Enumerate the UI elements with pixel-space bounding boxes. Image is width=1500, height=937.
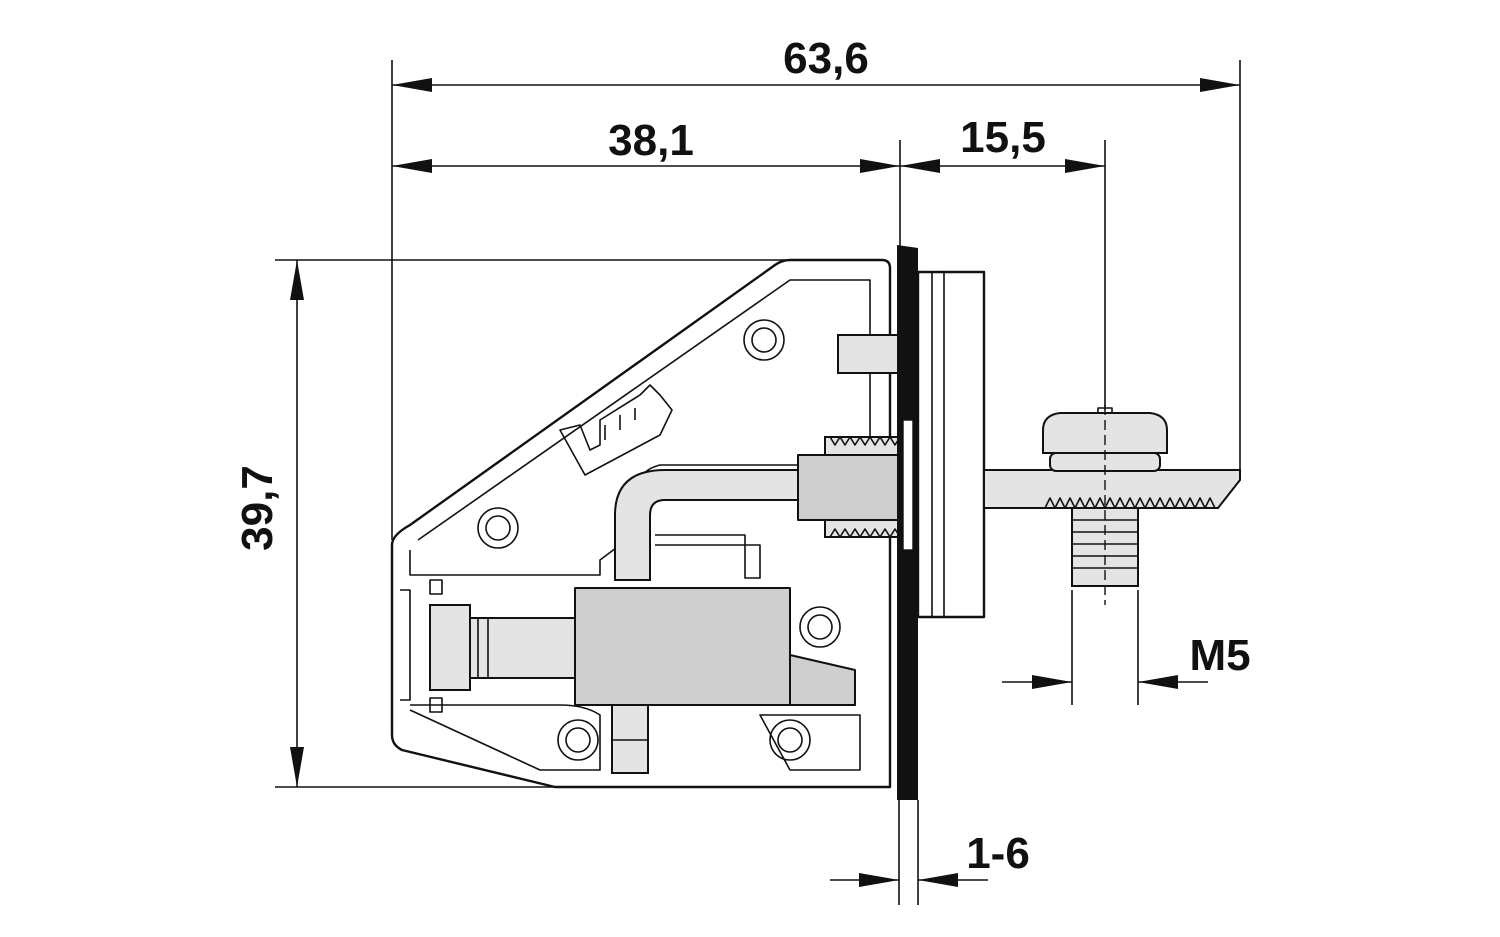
dimension-lines [290,78,1240,887]
mounting-holes [477,319,841,761]
dim-body-width: 38,1 [608,116,694,165]
flange [916,270,986,619]
mounting-panel [897,245,918,800]
dim-thread: M5 [1189,631,1250,680]
dim-screw-offset: 15,5 [960,113,1046,162]
extension-lines [275,60,1241,905]
fixing-bracket [983,469,1241,509]
clamp-assembly [429,587,856,774]
m5-screw [1042,405,1168,605]
dim-overall-width: 63,6 [783,34,869,83]
dim-height: 39,7 [233,465,282,551]
dim-panel-thickness: 1-6 [966,829,1030,878]
